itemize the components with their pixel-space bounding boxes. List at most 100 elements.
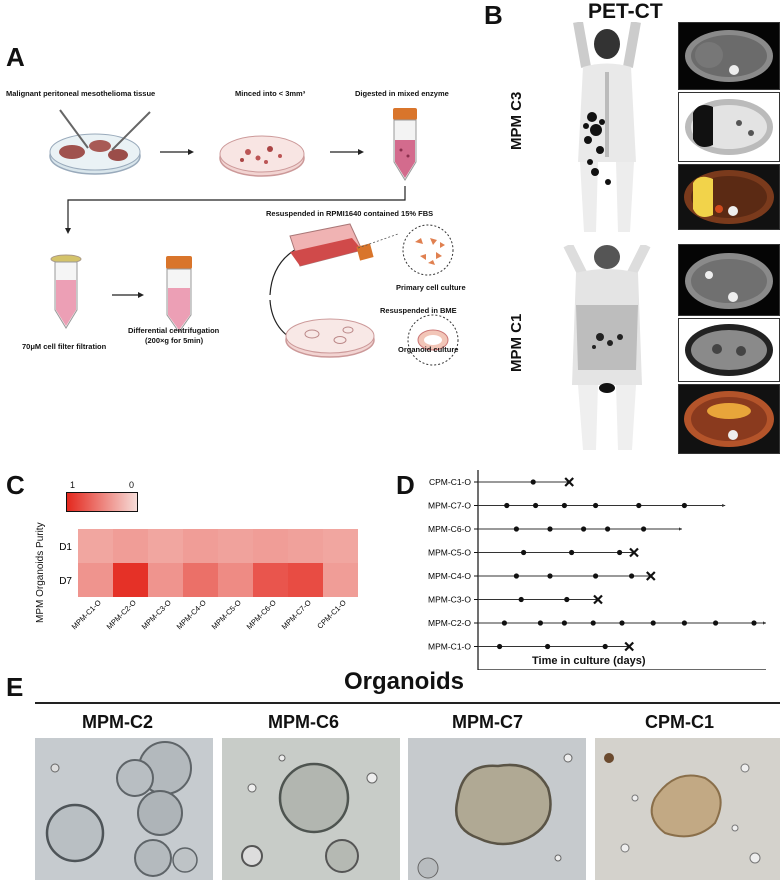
case-label-c3: MPM C3 (508, 91, 525, 150)
timeline-point (521, 549, 527, 556)
timeline-termination-mark (624, 641, 634, 652)
minced-dish-icon (219, 135, 305, 177)
heatmap-cell (78, 529, 113, 563)
step1-label: Malignant peritoneal mesothelioma tissue (6, 89, 156, 98)
organoid-label-c2: MPM-C2 (82, 712, 153, 732)
step2-label: Minced into < 3mm³ (235, 89, 306, 98)
tissue-dish-icon (49, 109, 151, 175)
ct-scan-c3 (678, 22, 780, 90)
timeline-point (650, 620, 656, 626)
timeline-point (681, 502, 687, 509)
heatmap-cell (288, 529, 323, 563)
timeline-point (513, 526, 519, 532)
organoid-label-cpm: CPM-C1 (645, 712, 715, 732)
heatmap-cell (218, 529, 253, 563)
timeline-point (590, 620, 596, 626)
timeline-point (617, 549, 623, 556)
heatmap-cell (183, 529, 218, 563)
organoid-icon (407, 314, 459, 366)
timeline-termination-mark (564, 477, 574, 487)
organoid-label-c6: MPM-C6 (268, 712, 339, 732)
heatmap-cell (218, 563, 253, 597)
timeline-continue-arrow (679, 527, 682, 531)
culture-flask-icon (289, 223, 399, 267)
legend-min-label: 0 (129, 480, 135, 490)
fusion-scan-c1 (678, 384, 780, 454)
timeline-point (602, 643, 608, 650)
timeline-termination-mark (593, 594, 603, 605)
timeline-series-label: CPM-C1-O (429, 477, 471, 487)
timeline-point (561, 502, 567, 509)
timeline-point (561, 620, 567, 626)
timeline-point (537, 620, 543, 626)
arrow-icon (330, 149, 364, 155)
timeline-point (513, 573, 519, 579)
timeline-point (593, 573, 599, 579)
heatmap-cell (288, 563, 323, 597)
timeline-point (518, 596, 524, 603)
timeline-point (581, 526, 587, 532)
resuspend-rpmi-label: Resuspended in RPMI1640 contained 15% FB… (266, 209, 434, 218)
heatmap-col-label: MPM-C1-O (70, 598, 103, 631)
heatmap-cell (148, 529, 183, 563)
timeline-series-label: MPM-C7-O (428, 501, 471, 511)
timeline-series-label: MPM-C2-O (428, 618, 471, 628)
connector-line (65, 186, 406, 234)
micrograph-mpm-c7 (408, 738, 586, 880)
timeline-point (569, 549, 575, 556)
step3-label: Digested in mixed enzyme (355, 89, 449, 98)
timeline-point (497, 643, 503, 650)
heatmap-col-label: MPM-C4-O (175, 598, 208, 631)
pet-mip-c1 (538, 245, 676, 450)
timeline-point (501, 620, 507, 626)
micrograph-cpm-c1 (595, 738, 780, 880)
timeline-point (605, 526, 611, 532)
timeline-series-label: MPM-C1-O (428, 642, 471, 652)
timeline-xlabel: Time in culture (days) (532, 655, 646, 667)
timeline-series-label: MPM-C6-O (428, 524, 471, 534)
heatmap-col-label: CPM-C1-O (315, 598, 348, 631)
micrograph-mpm-c6 (222, 738, 400, 880)
heatmap-cell (148, 563, 183, 597)
organoids-title: Organoids (344, 668, 465, 695)
organoid-culture-label: Organoid culture (398, 345, 459, 354)
heatmap-cell (323, 529, 358, 563)
heatmap-col-label: MPM-C3-O (140, 598, 173, 631)
arrow-icon (160, 149, 194, 155)
heatmap-col-label: MPM-C2-O (105, 598, 138, 631)
timeline-point (751, 620, 757, 626)
pet-axial-c3 (678, 92, 780, 162)
ct-scan-c1 (678, 244, 780, 316)
timeline-series-label: MPM-C3-O (428, 595, 471, 605)
timeline-point (530, 479, 536, 485)
pet-axial-c1 (678, 318, 780, 382)
timeline-point (564, 596, 570, 603)
centrifugation-label: Differential centrifugation (128, 326, 220, 335)
panel-c-label: C (6, 470, 25, 500)
timeline-point (713, 620, 719, 626)
timeline-point (547, 526, 553, 532)
panel-e-label: E (6, 672, 24, 702)
filtration-label: 70μM cell filter filtration (22, 342, 107, 351)
workflow-diagram (49, 108, 459, 366)
pet-mip-c3 (538, 22, 676, 232)
heatmap-row-label: D1 (59, 542, 72, 553)
heatmap-cell (78, 563, 113, 597)
heatmap-col-label: MPM-C6-O (245, 598, 278, 631)
micrograph-mpm-c2 (35, 738, 213, 880)
heatmap-cell (183, 563, 218, 597)
heatmap-cell (323, 563, 358, 597)
arrow-icon (112, 292, 144, 298)
panel-d-label: D (396, 470, 415, 500)
case-label-c1: MPM C1 (508, 313, 525, 372)
timeline-point (545, 643, 551, 650)
organoid-label-c7: MPM-C7 (452, 712, 523, 732)
timeline-series-label: MPM-C4-O (428, 571, 471, 581)
timeline-point (504, 502, 510, 509)
primary-cells-icon (402, 224, 454, 276)
primary-culture-label: Primary cell culture (396, 283, 466, 292)
centrifugation-params-label: (200×g for 5min) (145, 336, 204, 345)
heatmap-color-legend (66, 492, 138, 512)
heatmap-cell (113, 563, 148, 597)
